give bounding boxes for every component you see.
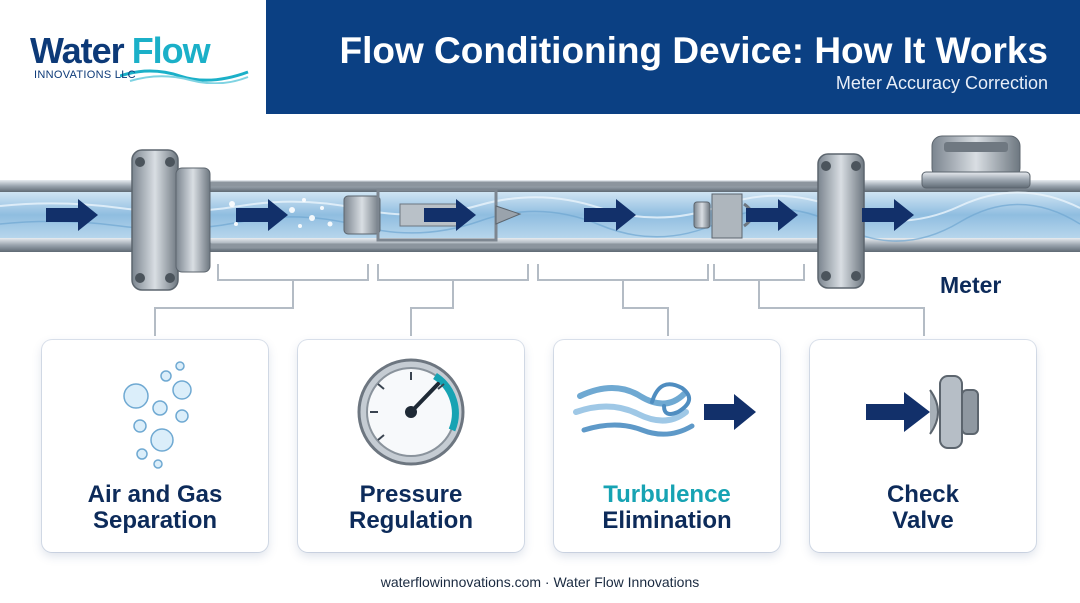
left-flange [131,149,179,291]
wave-icon [120,69,249,84]
card-label: Air and Gas Separation [42,482,268,534]
logo-word-water: Water [30,30,125,71]
card-air-gas-separation: Air and Gas Separation [42,340,268,552]
right-flange [817,153,865,289]
card-label-line1: Air and Gas [87,481,223,508]
page-subtitle: Meter Accuracy Correction [835,73,1048,93]
logo-subtitle: INNOVATIONS LLC [34,69,136,81]
card-label-line2: Regulation [349,507,473,534]
page-title: Flow Conditioning Device: How It Works [339,30,1049,71]
card-turbulence-elimination: Turbulence Elimination [554,340,780,552]
arrow-icon [866,392,930,432]
pressure-gauge-icon [357,358,465,466]
pipe-diagram [0,135,1080,336]
card-label: Pressure Regulation [298,482,524,534]
meter-label: Meter [940,272,1002,298]
logo-word-flow: Flow [131,30,211,71]
check-valve-assembly [693,193,754,239]
meter-housing [921,135,1031,189]
card-check-valve: Check Valve [810,340,1036,552]
card-label-line1: Check [886,481,960,508]
card-label-line2: Elimination [602,507,732,534]
turbulence-swirl-icon [573,382,756,437]
card-label-line2: Valve [892,507,954,534]
card-label-line1: Turbulence [603,481,731,508]
card-label: Check Valve [810,482,1036,534]
footer-text: waterflowinnovations.com · Water Flow In… [380,574,700,590]
flow-arrows [46,199,914,231]
card-label-line1: Pressure [359,481,463,508]
card-label: Turbulence Elimination [554,482,780,534]
check-valve-icon [866,375,979,449]
arrow-icon [704,394,756,430]
card-pressure-regulation: Pressure Regulation [298,340,524,552]
bracket-connectors [154,264,925,336]
card-label-line2: Separation [92,507,218,534]
header-banner: Flow Conditioning Device: How It Works M… [266,0,1080,114]
bubbles-icon [123,361,192,469]
